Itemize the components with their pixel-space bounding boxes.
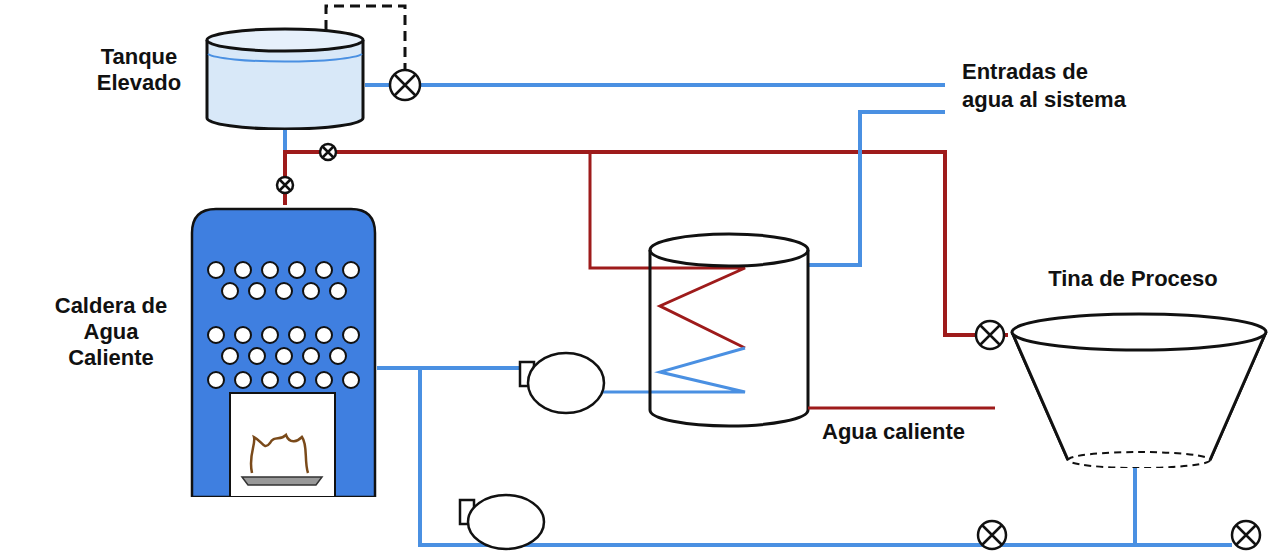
return-coil xyxy=(600,348,745,392)
process-tub-shape xyxy=(1008,310,1270,468)
node-label: Tina de Proceso xyxy=(1008,266,1258,292)
process-tub: Tina de Proceso xyxy=(1008,310,1270,468)
drain-pipe xyxy=(1135,543,1232,547)
hot-water-outlet xyxy=(808,407,995,410)
node-label: Caldera de Agua Caliente xyxy=(42,293,180,371)
pump-symbol xyxy=(460,495,544,549)
water-inlet-pipe xyxy=(365,83,945,87)
elevated-tank: Tanque Elevado xyxy=(205,26,365,130)
valve-symbol xyxy=(277,70,1260,549)
annotation-label: Entradas de agua al sistema xyxy=(962,58,1134,114)
hot-water-boiler: Caldera de Agua Caliente xyxy=(190,205,377,497)
pump-symbol xyxy=(520,353,604,413)
annotation-label: Agua caliente xyxy=(822,418,1022,446)
node-label: Tanque Elevado xyxy=(83,44,195,96)
water-inlet-pipe xyxy=(808,112,945,265)
elevated-tank-shape xyxy=(205,26,365,130)
hot-water-coil xyxy=(590,152,745,348)
heat-exchanger xyxy=(650,234,808,426)
pipe-connector xyxy=(285,152,1008,335)
pump-pipe xyxy=(420,366,530,370)
hot-water-boiler-shape xyxy=(190,205,377,497)
